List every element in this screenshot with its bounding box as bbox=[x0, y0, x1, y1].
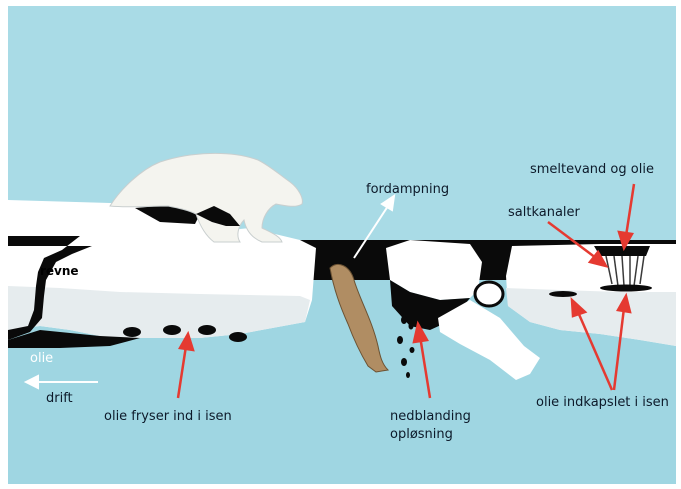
label-revne: revne bbox=[40, 264, 79, 278]
melt-pond bbox=[594, 246, 650, 256]
label-drift: drift bbox=[46, 391, 73, 406]
ice-floe-small bbox=[475, 282, 503, 306]
label-saltkanaler: saltkanaler bbox=[508, 205, 581, 220]
frozen-oil-drop-3 bbox=[198, 325, 216, 335]
dispersed-oil-drop-2 bbox=[409, 323, 414, 330]
encapsulated-oil-left bbox=[549, 291, 577, 297]
dispersed-oil-drop-5 bbox=[401, 358, 407, 366]
label-nedblanding: nedblanding bbox=[390, 409, 471, 424]
dispersed-oil-drop-6 bbox=[406, 372, 410, 378]
dispersed-oil-drop-1 bbox=[401, 316, 407, 324]
frozen-oil-drop-2 bbox=[163, 325, 181, 335]
label-indkapslet: olie indkapslet i isen bbox=[536, 395, 669, 410]
label-fryser: olie fryser ind i isen bbox=[104, 409, 232, 424]
label-fordampning: fordampning bbox=[366, 182, 449, 197]
label-olie: olie bbox=[30, 351, 53, 366]
encapsulated-oil-right bbox=[600, 285, 652, 292]
label-oploesning: opløsning bbox=[390, 427, 453, 442]
frozen-oil-drop-1 bbox=[123, 327, 141, 337]
label-smeltevand: smeltevand og olie bbox=[530, 162, 654, 177]
dispersed-oil-drop-4 bbox=[410, 347, 415, 353]
dispersed-oil-drop-3 bbox=[397, 336, 403, 344]
frozen-oil-drop-4 bbox=[229, 332, 247, 342]
